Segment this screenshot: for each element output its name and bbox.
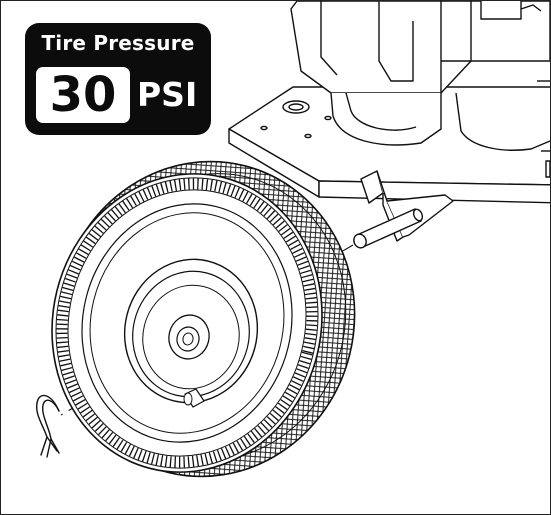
tire-pressure-badge: Tire Pressure 30 PSI <box>25 23 211 135</box>
tire-wheel-icon <box>51 160 356 478</box>
axle-pin-icon <box>353 170 454 249</box>
machine-frame-icon <box>228 1 550 204</box>
hairpin-cotter-icon <box>35 394 60 458</box>
badge-title: Tire Pressure <box>41 31 195 55</box>
pressure-value-box: 30 <box>36 67 130 123</box>
pressure-unit: PSI <box>137 75 198 114</box>
pressure-value: 30 <box>49 67 117 123</box>
